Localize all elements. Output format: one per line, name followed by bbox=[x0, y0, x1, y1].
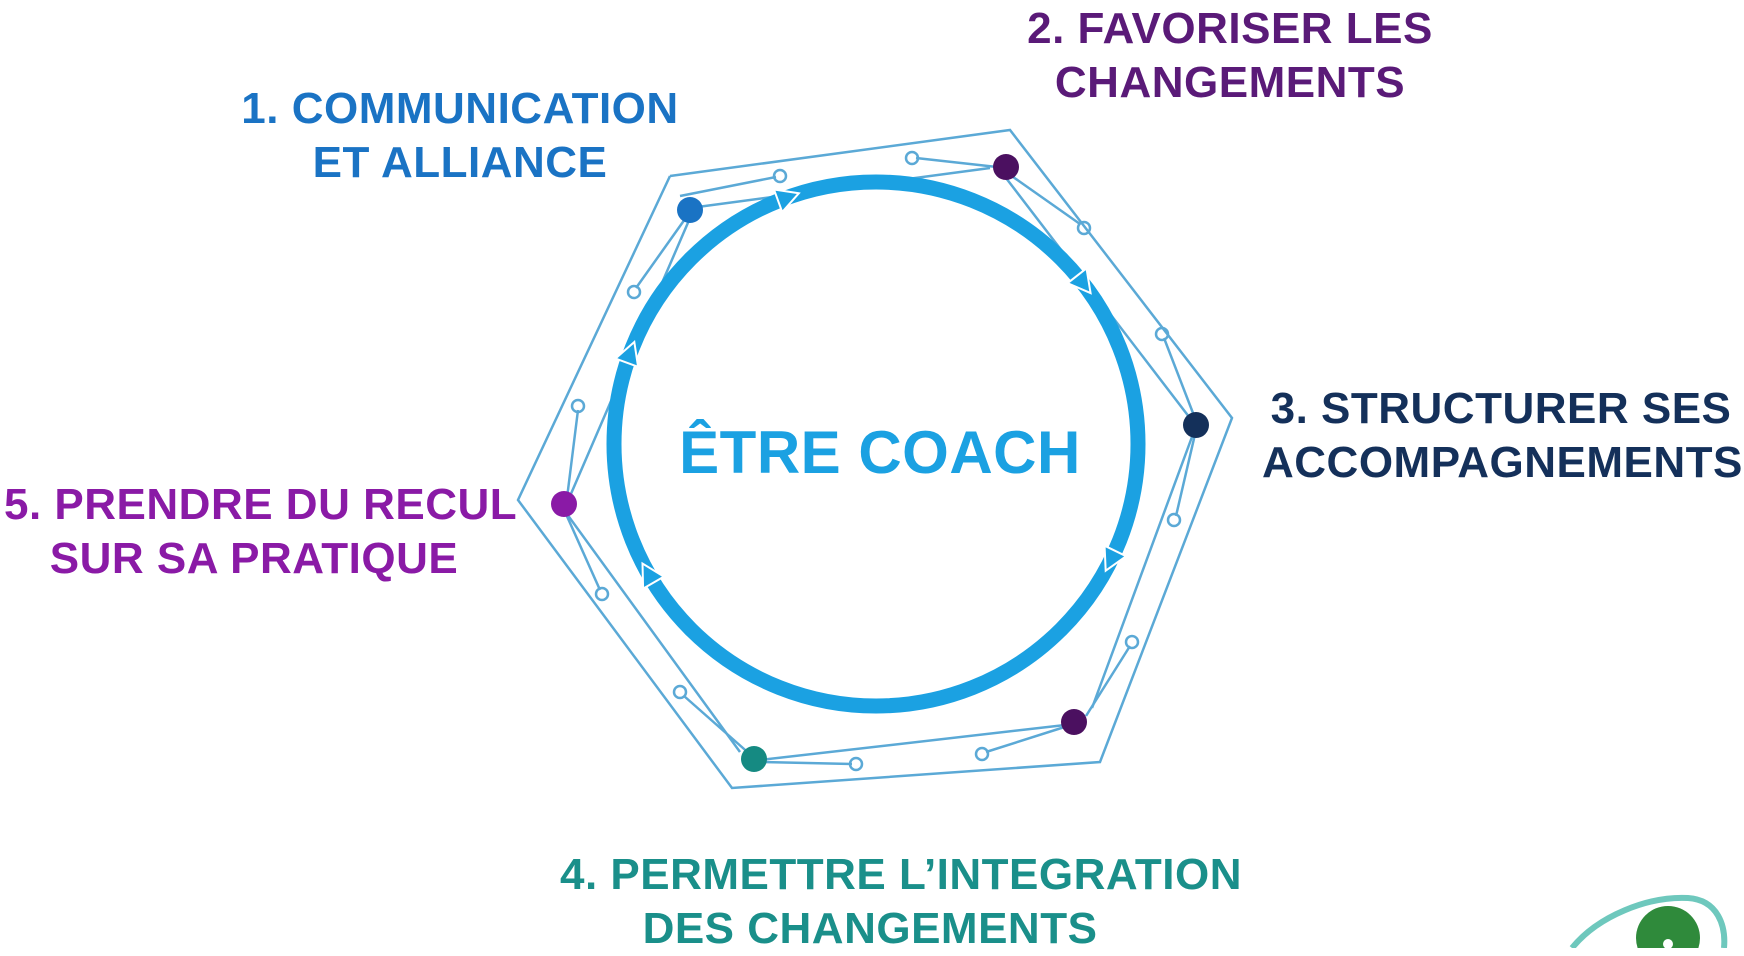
circuit-terminal bbox=[904, 150, 920, 166]
step-1-label-line: 1. COMMUNICATION bbox=[241, 84, 679, 133]
circuit-terminal bbox=[772, 168, 788, 184]
circuit-line bbox=[1174, 429, 1198, 517]
circuit-terminal bbox=[570, 398, 586, 414]
step-3-label-line: ACCOMPAGNEMENTS bbox=[1262, 438, 1743, 487]
step-3-label: 3. STRUCTURER SES ACCOMPAGNEMENTS bbox=[1262, 382, 1743, 490]
cycle-arrow bbox=[1065, 266, 1092, 295]
logo-ring bbox=[1569, 894, 1728, 948]
cycle-arrow bbox=[1103, 544, 1129, 573]
circuit-terminal bbox=[1154, 326, 1170, 342]
circuit-line bbox=[1084, 645, 1132, 717]
step-5-label-line: SUR SA PRATIQUE bbox=[49, 534, 459, 583]
step-4-label: 4. PERMETTRE L’INTEGRATION DES CHANGEMEN… bbox=[560, 848, 1243, 956]
extra-node bbox=[1061, 709, 1087, 735]
cycle-arrow bbox=[613, 340, 640, 369]
step-2-label: 2. FAVORISER LES CHANGEMENTS bbox=[1010, 2, 1450, 110]
step-2-label-line: CHANGEMENTS bbox=[1054, 58, 1406, 107]
logo-inner-circle bbox=[1636, 906, 1700, 948]
circuit-terminal bbox=[974, 746, 990, 762]
step-4-node bbox=[741, 746, 767, 772]
circuit-terminal bbox=[848, 756, 864, 772]
step-4-label-line: 4. PERMETTRE L’INTEGRATION bbox=[560, 850, 1243, 899]
circuit-line bbox=[915, 156, 1007, 170]
circuit-line bbox=[1005, 170, 1081, 226]
step-1-label: 1. COMMUNICATION ET ALLIANCE bbox=[240, 82, 680, 190]
step-1-node bbox=[677, 197, 703, 223]
logo-eye-dot bbox=[1663, 939, 1673, 948]
circuit-terminal bbox=[1124, 634, 1140, 650]
circuit-line bbox=[759, 722, 1075, 762]
step-4-label-line: DES CHANGEMENTS bbox=[642, 904, 1098, 953]
circuit-terminal bbox=[1166, 512, 1182, 528]
circuit-line bbox=[759, 760, 853, 766]
circuit-terminal bbox=[626, 284, 642, 300]
circuit-line bbox=[679, 175, 777, 198]
circuit-terminal bbox=[1076, 220, 1092, 236]
step-1-label-line: ET ALLIANCE bbox=[312, 138, 608, 187]
circuit-terminal bbox=[672, 684, 688, 700]
step-5-node bbox=[551, 491, 577, 517]
circuit-line bbox=[516, 128, 1234, 790]
step-3-label-line: 3. STRUCTURER SES bbox=[1270, 384, 1732, 433]
cycle-ring bbox=[606, 174, 1146, 714]
step-5-label-line: 5. PRENDRE DU RECUL bbox=[4, 480, 518, 529]
step-2-label-line: 2. FAVORISER LES bbox=[1027, 4, 1433, 53]
step-2-node bbox=[993, 154, 1019, 180]
circuit-line bbox=[564, 513, 602, 591]
circuit-line bbox=[683, 695, 753, 757]
step-5-label: 5. PRENDRE DU RECUL SUR SA PRATIQUE bbox=[4, 478, 518, 586]
circuit-terminal bbox=[594, 586, 610, 602]
circuit-line bbox=[564, 409, 580, 507]
step-3-node bbox=[1183, 412, 1209, 438]
logo bbox=[1569, 894, 1728, 948]
cycle-arrow bbox=[772, 188, 801, 215]
circuit-line bbox=[985, 722, 1075, 754]
center-title: ÊTRE COACH bbox=[679, 419, 1081, 486]
cycle-arrow bbox=[641, 561, 666, 591]
cycle-ring-circle bbox=[606, 174, 1146, 714]
circuit-line bbox=[1162, 337, 1200, 427]
circuit-line bbox=[634, 211, 692, 289]
